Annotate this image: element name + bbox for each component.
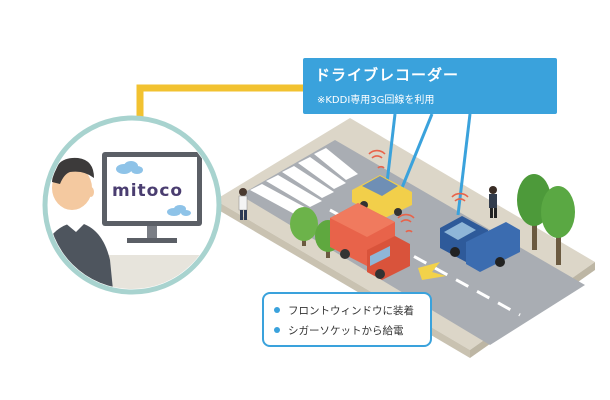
drive-recorder-callout: ドライブレコーダー ※KDDI専用3G回線を利用 [303, 58, 557, 114]
feature-item-label: シガーソケットから給電 [288, 325, 404, 337]
crosswalk [250, 148, 358, 216]
blue-truck [440, 216, 520, 272]
office-scene [42, 115, 222, 295]
signal-waves [368, 149, 469, 233]
mitoco-logo: mitoco [112, 181, 184, 201]
callout-note: ※KDDI専用3G回線を利用 [317, 95, 435, 106]
red-truck [330, 203, 410, 280]
bullet-icon [274, 327, 280, 333]
pedestrian-left [238, 188, 248, 220]
feature-item-label: フロントウィンドウに装着 [288, 305, 414, 317]
cloud-icon [116, 161, 191, 216]
tree-right-group [517, 174, 575, 265]
yellow-car [352, 175, 412, 218]
pedestrian-right [489, 186, 497, 218]
callout-title: ドライブレコーダー [315, 66, 460, 84]
feature-item: シガーソケットから給電 [274, 323, 404, 338]
road-arrow [418, 262, 446, 280]
feature-box: フロントウィンドウに装着 シガーソケットから給電 [262, 292, 432, 347]
bullet-icon [274, 307, 280, 313]
feature-item: フロントウィンドウに装着 [274, 303, 414, 318]
